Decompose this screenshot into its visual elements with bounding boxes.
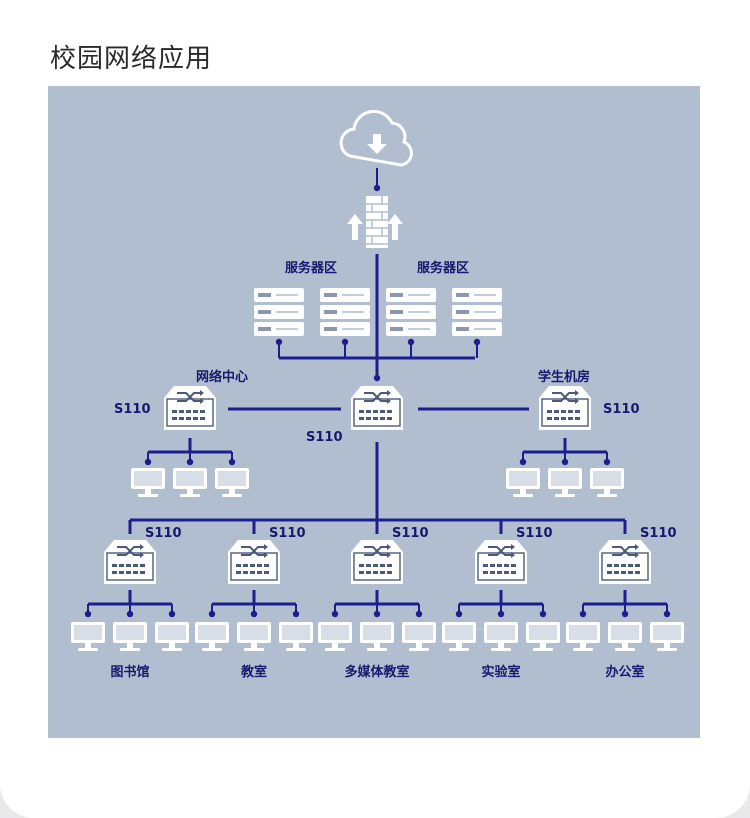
student-lab-model: S110 [603,402,640,417]
link-dot [373,610,381,618]
computer-icon [608,622,642,651]
access-switch-model: S110 [145,526,182,541]
access-switch-model: S110 [392,526,429,541]
server-zone-label-left: 服务器区 [285,260,337,276]
computer-icon [318,622,352,651]
computer-icon [131,468,165,497]
server-icon [254,288,304,336]
computer-icon [173,468,207,497]
link-dot [415,610,423,618]
core-switch-icon [350,385,404,431]
link-dot [579,610,587,618]
access-switch-model: S110 [640,526,677,541]
firewall-icon [347,196,403,248]
link-dot [539,610,547,618]
access-switch-icon [103,539,157,585]
server-zone-label-right: 服务器区 [417,260,469,276]
access-area-label: 多媒体教室 [344,664,409,680]
link-dot [663,610,671,618]
link-dot [561,458,569,466]
computer-icon [526,622,560,651]
link-dot [250,610,258,618]
link-dot [186,458,194,466]
core-switch-model: S110 [306,430,343,445]
link-dot [144,458,152,466]
link-dot [292,610,300,618]
link-dot [228,458,236,466]
computer-icon [442,622,476,651]
link-dot [373,374,381,382]
access-area-label: 实验室 [481,664,520,680]
computer-icon [71,622,105,651]
student-lab-label: 学生机房 [538,369,590,385]
link-dot [84,610,92,618]
access-switch-model: S110 [516,526,553,541]
link-dot [455,610,463,618]
link-dot [341,338,349,346]
access-switch-icon [598,539,652,585]
link-dot [621,610,629,618]
computer-icon [650,622,684,651]
access-area-label: 教室 [240,664,267,680]
network-center-model: S110 [114,402,151,417]
access-area-label: 办公室 [605,664,644,680]
computer-icon [279,622,313,651]
link-dot [275,338,283,346]
link-dot [497,610,505,618]
server-icon [320,288,370,336]
link-dot [168,610,176,618]
link-dot [126,610,134,618]
computer-icon [195,622,229,651]
link-dot [208,610,216,618]
computer-icon [402,622,436,651]
access-switch-icon [350,539,404,585]
computer-icon [155,622,189,651]
access-switch-icon [474,539,528,585]
link-dot [331,610,339,618]
computer-icon [360,622,394,651]
computer-icon [548,468,582,497]
server-icon [452,288,502,336]
computer-icon [590,468,624,497]
network-center-switch-icon [163,385,217,431]
computer-icon [506,468,540,497]
access-switch-icon [227,539,281,585]
computer-icon [566,622,600,651]
computer-icon [237,622,271,651]
access-switch-model: S110 [269,526,306,541]
computer-icon [113,622,147,651]
student-lab-switch-icon [538,385,592,431]
link-dot [407,338,415,346]
link-dot [473,338,481,346]
cloud-download-icon [339,109,413,167]
link-dot [603,458,611,466]
network-center-label: 网络中心 [196,369,248,385]
access-area-label: 图书馆 [110,664,149,680]
computer-icon [215,468,249,497]
computer-icon [484,622,518,651]
link-dot [519,458,527,466]
link-dot [373,184,381,192]
network-diagram-svg: 服务器区服务器区S110网络中心S110学生机房S110S110图书馆S110教… [71,109,684,680]
page-title: 校园网络应用 [50,44,213,74]
server-icon [386,288,436,336]
